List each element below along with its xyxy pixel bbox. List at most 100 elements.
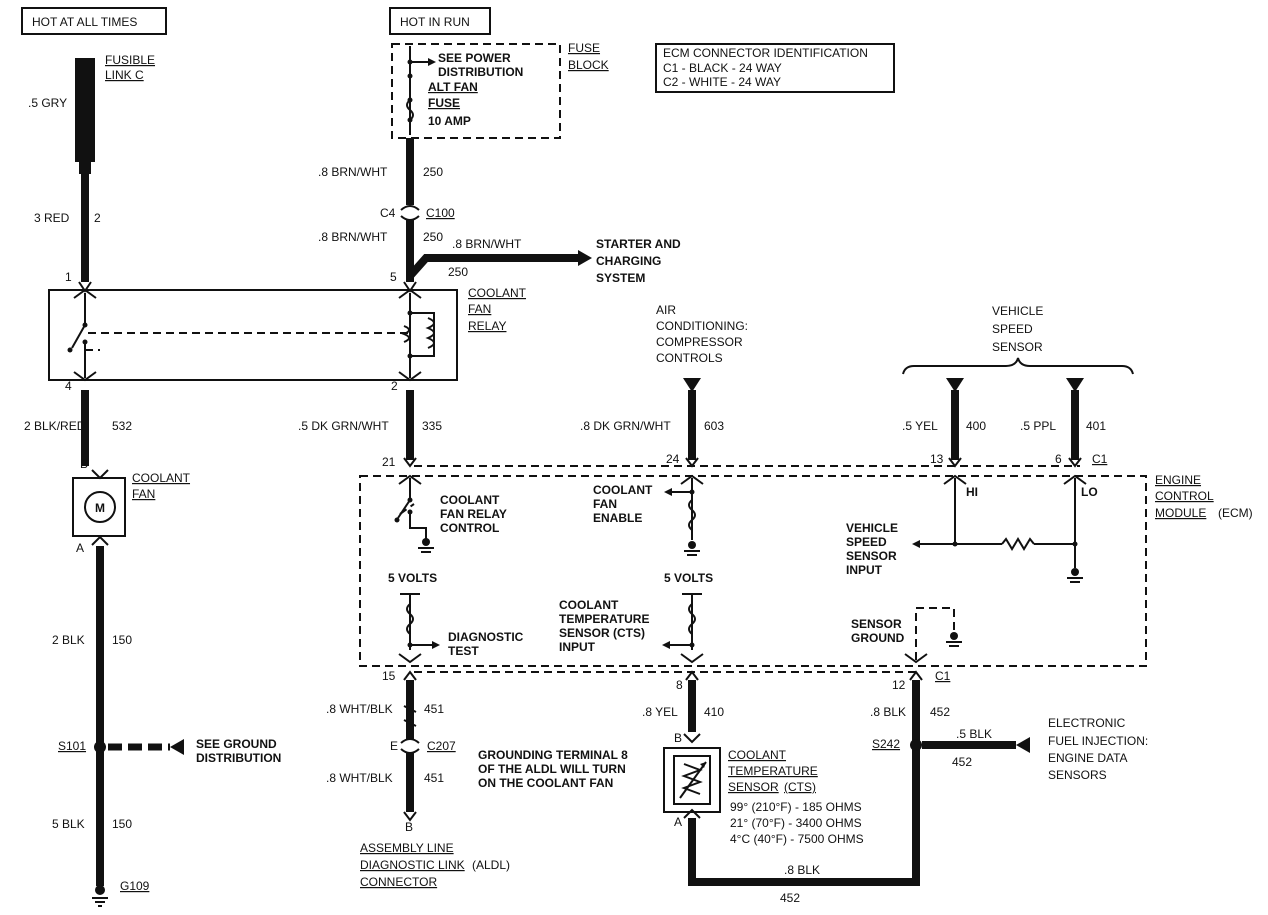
svg-text:.5 GRY: .5 GRY	[28, 96, 67, 110]
svg-text:B: B	[405, 820, 413, 834]
svg-text:150: 150	[112, 633, 132, 647]
svg-text:LINK C: LINK C	[105, 68, 144, 82]
svg-text:CHARGING: CHARGING	[596, 254, 661, 268]
svg-text:COOLANT: COOLANT	[440, 493, 500, 507]
engine-control-module: ENGINE CONTROL MODULE (ECM)	[359, 473, 1253, 667]
wire-8-yel-410: 8 .8 YEL 410 B	[642, 670, 724, 745]
svg-text:TEMPERATURE: TEMPERATURE	[728, 764, 818, 778]
coolant-fan-relay: COOLANT FAN RELAY	[48, 286, 527, 382]
svg-text:12: 12	[892, 678, 906, 692]
hot-in-run-header: HOT IN RUN	[389, 7, 491, 35]
svg-text:410: 410	[704, 705, 724, 719]
svg-text:HI: HI	[966, 485, 978, 499]
svg-text:C1: C1	[935, 669, 951, 683]
svg-text:5 VOLTS: 5 VOLTS	[388, 571, 437, 585]
svg-text:E: E	[390, 739, 398, 753]
grounding-note: GROUNDING TERMINAL 8 OF THE ALDL WILL TU…	[478, 748, 628, 790]
svg-text:451: 451	[424, 702, 444, 716]
svg-text:ALT FAN: ALT FAN	[428, 80, 478, 94]
wire-2-blk-150: 2 BLK 150 S101 SEE GROUND DISTRIBUTION 5…	[52, 546, 281, 886]
svg-text:ENABLE: ENABLE	[593, 511, 642, 525]
svg-text:.8 BRN/WHT: .8 BRN/WHT	[318, 165, 388, 179]
svg-text:452: 452	[930, 705, 950, 719]
svg-text:COOLANT: COOLANT	[468, 286, 527, 300]
svg-text:C4: C4	[380, 206, 396, 220]
svg-text:DISTRIBUTION: DISTRIBUTION	[438, 65, 523, 79]
svg-text:24: 24	[666, 452, 680, 466]
svg-text:FAN: FAN	[132, 487, 155, 501]
svg-text:FAN RELAY: FAN RELAY	[440, 507, 507, 521]
svg-text:CONNECTOR: CONNECTOR	[360, 875, 437, 889]
svg-text:SENSOR: SENSOR	[851, 617, 902, 631]
svg-text:G109: G109	[120, 879, 150, 893]
svg-text:ECM CONNECTOR IDENTIFICATION: ECM CONNECTOR IDENTIFICATION	[663, 46, 868, 60]
svg-text:.5 BLK: .5 BLK	[956, 727, 992, 741]
svg-text:A: A	[76, 541, 84, 555]
svg-text:1: 1	[65, 270, 72, 284]
aldl-connector: ASSEMBLY LINE DIAGNOSTIC LINK (ALDL) CON…	[360, 841, 510, 889]
svg-text:400: 400	[966, 419, 986, 433]
svg-text:SENSOR: SENSOR	[846, 549, 897, 563]
svg-text:250: 250	[423, 230, 443, 244]
svg-text:B: B	[80, 457, 88, 471]
svg-text:FUEL INJECTION:: FUEL INJECTION:	[1048, 734, 1148, 748]
svg-text:LO: LO	[1081, 485, 1098, 499]
svg-text:RELAY: RELAY	[468, 319, 506, 333]
svg-text:S101: S101	[58, 739, 86, 753]
svg-text:SENSOR: SENSOR	[728, 780, 779, 794]
svg-text:99° (210°F) - 185 OHMS: 99° (210°F) - 185 OHMS	[730, 800, 862, 814]
svg-text:.5 PPL: .5 PPL	[1020, 419, 1056, 433]
svg-text:4: 4	[65, 379, 72, 393]
wire-8-blk-452: 12 C1 .8 BLK 452 S242 .8 BLK 452	[688, 669, 951, 905]
svg-text:DIAGNOSTIC LINK: DIAGNOSTIC LINK	[360, 858, 465, 872]
svg-text:COMPRESSOR: COMPRESSOR	[656, 335, 743, 349]
svg-text:VEHICLE: VEHICLE	[846, 521, 898, 535]
svg-text:8: 8	[676, 678, 683, 692]
ecm-diagnostic-test: 5 VOLTS DIAGNOSTIC TEST	[388, 571, 524, 664]
svg-text:SENSORS: SENSORS	[1048, 768, 1107, 782]
wire-8-brn-wht-250: .8 BRN/WHT 250 C4 C100 .8 BRN/WHT 250 5	[318, 138, 455, 293]
svg-text:150: 150	[112, 817, 132, 831]
svg-text:CONTROL: CONTROL	[1155, 489, 1214, 503]
wire-5-dk-grn-wht-335: 2 .5 DK GRN/WHT 335 21	[298, 379, 442, 469]
svg-text:STARTER AND: STARTER AND	[596, 237, 681, 251]
svg-text:6: 6	[1055, 452, 1062, 466]
svg-text:.5 YEL: .5 YEL	[902, 419, 938, 433]
svg-text:250: 250	[448, 265, 468, 279]
svg-text:C2 - WHITE - 24 WAY: C2 - WHITE - 24 WAY	[663, 75, 781, 89]
svg-text:TEST: TEST	[448, 644, 479, 658]
svg-text:2: 2	[94, 211, 101, 225]
svg-text:.8 BRN/WHT: .8 BRN/WHT	[318, 230, 388, 244]
svg-text:.8 WHT/BLK: .8 WHT/BLK	[326, 771, 393, 785]
svg-text:21° (70°F) - 3400 OHMS: 21° (70°F) - 3400 OHMS	[730, 816, 862, 830]
svg-text:FUSE: FUSE	[568, 41, 600, 55]
svg-text:.8 BRN/WHT: .8 BRN/WHT	[452, 237, 522, 251]
svg-text:INPUT: INPUT	[846, 563, 883, 577]
svg-text:CONTROL: CONTROL	[440, 521, 499, 535]
svg-text:CONTROLS: CONTROLS	[656, 351, 723, 365]
ecm-sensor-ground: SENSOR GROUND	[851, 607, 962, 664]
hot-at-all-times-header: HOT AT ALL TIMES	[21, 7, 167, 35]
starter-branch: .8 BRN/WHT 250 STARTER AND CHARGING SYST…	[407, 237, 681, 285]
svg-text:452: 452	[780, 891, 800, 905]
svg-text:ON THE COOLANT FAN: ON THE COOLANT FAN	[478, 776, 613, 790]
svg-text:(ECM): (ECM)	[1218, 506, 1253, 520]
svg-text:MODULE: MODULE	[1155, 506, 1206, 520]
svg-text:AIR: AIR	[656, 303, 676, 317]
svg-text:DIAGNOSTIC: DIAGNOSTIC	[448, 630, 524, 644]
svg-text:SEE POWER: SEE POWER	[438, 51, 511, 65]
svg-text:.8 BLK: .8 BLK	[870, 705, 906, 719]
svg-text:.8 YEL: .8 YEL	[642, 705, 678, 719]
svg-text:HOT IN RUN: HOT IN RUN	[400, 15, 470, 29]
coolant-temperature-sensor: A COOLANT TEMPERATURE SENSOR (CTS) 99° (…	[663, 747, 864, 846]
svg-text:FAN: FAN	[468, 302, 491, 316]
svg-text:S242: S242	[872, 737, 900, 751]
efi-data-sensors-branch: .5 BLK 452 ELECTRONIC FUEL INJECTION: EN…	[922, 716, 1148, 782]
svg-text:COOLANT: COOLANT	[728, 748, 787, 762]
svg-text:2 BLK/RED: 2 BLK/RED	[24, 419, 86, 433]
svg-text:13: 13	[930, 452, 944, 466]
svg-text:.5 DK GRN/WHT: .5 DK GRN/WHT	[298, 419, 389, 433]
svg-text:532: 532	[112, 419, 132, 433]
svg-text:DISTRIBUTION: DISTRIBUTION	[196, 751, 281, 765]
